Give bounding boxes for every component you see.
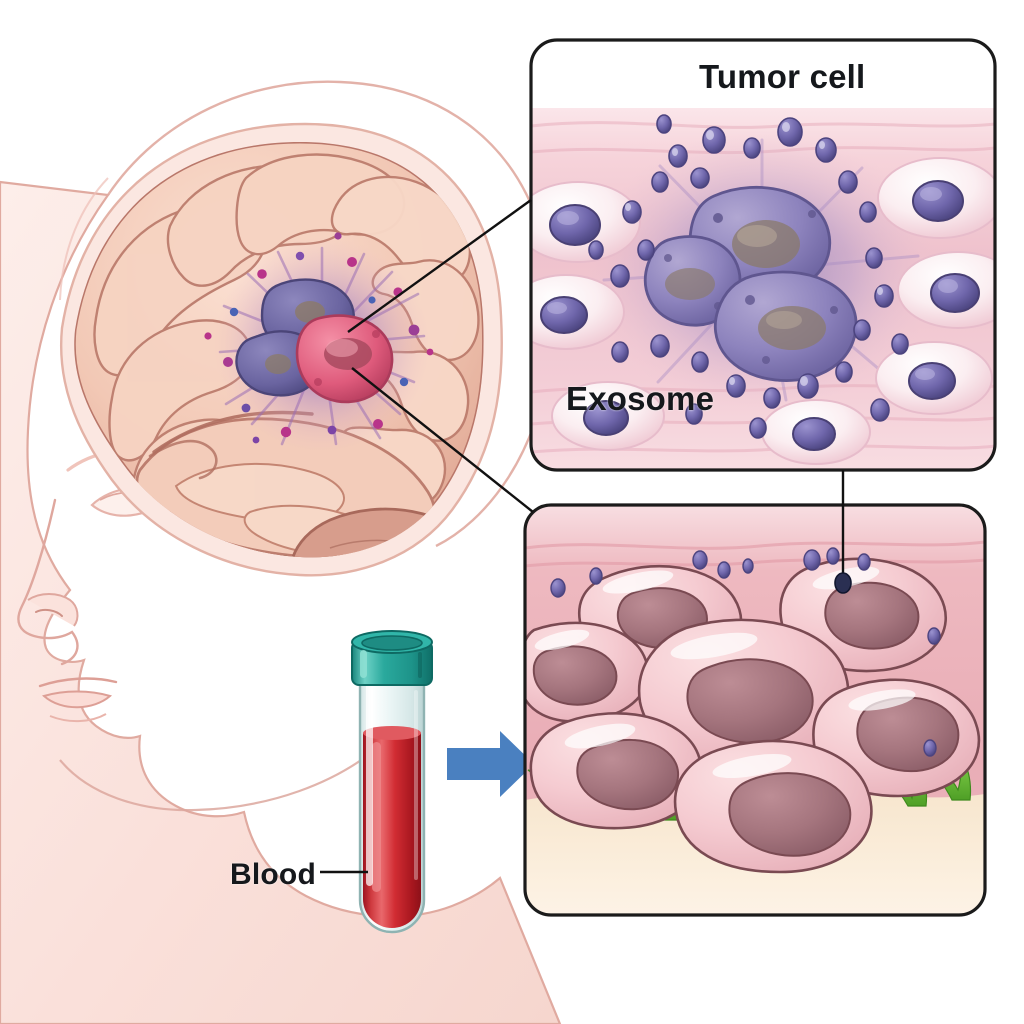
exosome-vesicles [588,114,909,439]
brain-tumor-lesion [204,232,434,453]
brain-illustration [60,122,503,577]
tumor-cell-cluster [643,185,858,382]
connector-brain-to-bottom [351,367,534,513]
top-panel [529,38,997,472]
label-exosome: Exosome [566,380,715,417]
label-blood: Blood [230,858,316,891]
connector-brain-to-top [347,199,532,333]
exosomes-in-tissue [550,547,941,757]
blood-test-tube [351,630,433,934]
epithelial-cells [531,157,995,465]
exosome-marker-dot [834,572,852,594]
transfer-arrow [447,731,534,797]
bottom-panel [523,503,987,917]
label-tumor-cell: Tumor cell [699,58,866,95]
connector-lines [320,199,845,874]
